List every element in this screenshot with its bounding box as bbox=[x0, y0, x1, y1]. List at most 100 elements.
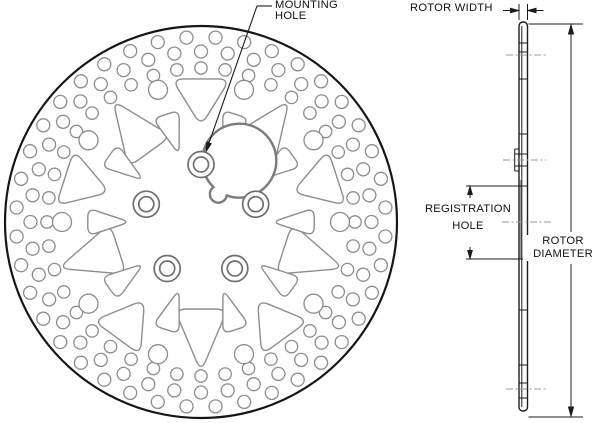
drill-hole bbox=[93, 76, 108, 92]
drill-hole bbox=[356, 162, 371, 177]
drill-hole bbox=[69, 124, 84, 139]
drill-hole-pattern bbox=[9, 30, 393, 414]
drill-hole bbox=[364, 285, 380, 300]
drill-hole bbox=[271, 62, 286, 78]
registration-hole-label: REGISTRATION HOLE bbox=[420, 201, 516, 234]
drill-hole bbox=[179, 30, 194, 45]
drill-hole bbox=[123, 385, 138, 401]
mounting-hole-label-line1: MOUNTING bbox=[275, 0, 338, 11]
rotor-outer-edge bbox=[3, 24, 399, 420]
drill-hole bbox=[116, 366, 131, 382]
drill-hole bbox=[346, 191, 360, 205]
medium-hole bbox=[233, 344, 255, 365]
drill-hole bbox=[9, 229, 24, 244]
drill-hole bbox=[53, 334, 68, 350]
drill-hole bbox=[73, 74, 89, 89]
drill-hole bbox=[36, 118, 51, 133]
drill-hole bbox=[314, 94, 329, 109]
drill-hole bbox=[150, 394, 165, 410]
inward-triangle-window bbox=[257, 302, 305, 352]
drill-hole bbox=[348, 215, 362, 229]
drill-hole bbox=[208, 30, 223, 45]
drill-hole bbox=[41, 137, 57, 152]
drill-hole bbox=[331, 315, 347, 330]
drill-hole bbox=[53, 94, 68, 110]
medium-hole bbox=[147, 79, 169, 100]
drill-hole bbox=[55, 315, 71, 330]
rotor-width-label: ROTOR WIDTH bbox=[410, 2, 493, 14]
drill-hole bbox=[40, 215, 54, 229]
drill-hole bbox=[364, 144, 380, 159]
drill-hole bbox=[25, 188, 40, 203]
medium-hole bbox=[303, 130, 324, 151]
drill-hole bbox=[345, 137, 361, 152]
medium-hole bbox=[147, 344, 169, 365]
drill-hole bbox=[9, 200, 24, 215]
rotor-diameter-label-line1: ROTOR bbox=[542, 235, 584, 247]
drill-hole bbox=[271, 366, 286, 382]
drill-hole bbox=[25, 241, 40, 256]
medium-hole bbox=[233, 79, 255, 100]
drill-hole bbox=[170, 63, 184, 77]
drill-hole bbox=[246, 52, 261, 67]
mounting-hole-leader bbox=[205, 5, 272, 152]
drill-hole bbox=[123, 43, 138, 59]
medium-hole bbox=[303, 293, 324, 314]
drill-hole bbox=[47, 262, 62, 277]
drill-hole bbox=[303, 324, 317, 338]
drill-hole bbox=[334, 334, 349, 350]
drill-hole bbox=[294, 352, 309, 368]
mounting-hole-inner bbox=[247, 195, 265, 213]
bore-section-strip bbox=[519, 180, 523, 259]
drill-hole bbox=[331, 285, 346, 299]
drill-hole bbox=[220, 46, 235, 61]
registration-arrowhead-top bbox=[467, 184, 473, 195]
width-arrowhead-left bbox=[510, 7, 521, 14]
drill-hole bbox=[356, 267, 371, 282]
registration-hole-label-line2: HOLE bbox=[452, 219, 484, 232]
drill-hole bbox=[220, 383, 235, 398]
drill-hole bbox=[116, 62, 131, 78]
drill-hole bbox=[55, 114, 71, 129]
drill-hole bbox=[97, 57, 112, 72]
drill-hole bbox=[103, 339, 118, 354]
inward-triangle-window bbox=[175, 78, 227, 122]
drill-hole bbox=[331, 145, 346, 159]
rotor-diameter-label-line2: DIAMETER bbox=[533, 248, 593, 260]
medium-hole bbox=[78, 293, 99, 314]
petal-window bbox=[260, 265, 299, 297]
mounting-hole-label-line2: HOLE bbox=[275, 10, 307, 22]
mounting-hole-inner bbox=[158, 260, 176, 277]
rotor-diameter-label: ROTOR DIAMETER bbox=[523, 235, 600, 261]
drill-hole bbox=[218, 63, 232, 77]
drill-hole bbox=[290, 57, 305, 72]
drill-hole bbox=[373, 171, 389, 186]
drill-hole bbox=[362, 188, 377, 203]
mounting-hole-inner bbox=[192, 156, 210, 173]
drill-hole bbox=[36, 311, 51, 326]
petal-window bbox=[155, 292, 180, 333]
outward-triangle-window bbox=[277, 227, 340, 274]
drill-hole bbox=[364, 214, 379, 230]
drill-hole bbox=[73, 355, 89, 370]
leader-arrowhead bbox=[205, 141, 212, 152]
drill-hole bbox=[179, 399, 194, 414]
drill-hole bbox=[264, 43, 279, 59]
drill-hole bbox=[22, 285, 38, 300]
medium-hole bbox=[329, 211, 351, 233]
drill-hole bbox=[31, 267, 46, 282]
drill-hole bbox=[218, 367, 232, 381]
drill-hole bbox=[167, 46, 182, 61]
drill-hole bbox=[194, 61, 208, 75]
drill-hole bbox=[170, 367, 184, 381]
drill-hole bbox=[237, 394, 252, 410]
drill-hole bbox=[13, 258, 29, 273]
diameter-arrowhead-top bbox=[567, 23, 575, 35]
drill-hole bbox=[351, 311, 366, 326]
drill-hole bbox=[313, 74, 329, 89]
mounting-hole-inner bbox=[137, 195, 155, 213]
drill-hole bbox=[351, 118, 366, 133]
petal-window bbox=[155, 111, 180, 152]
